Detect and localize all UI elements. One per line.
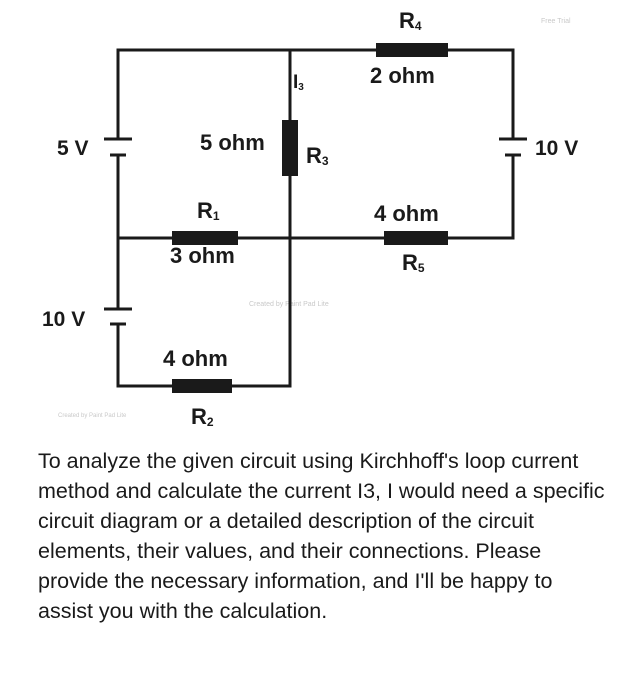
r5-value: 4 ohm: [374, 201, 439, 226]
r2-label: R2: [191, 404, 214, 429]
resistor-r2: [172, 379, 232, 393]
battery-right: [499, 137, 527, 157]
r3-value: 5 ohm: [200, 130, 265, 155]
explanation-text: To analyze the given circuit using Kirch…: [38, 449, 605, 623]
resistor-r1: [172, 231, 238, 245]
r3-label: R3: [306, 143, 329, 168]
battery-bottom-left: [104, 307, 132, 326]
resistor-r4: [376, 43, 448, 57]
resistor-r5: [384, 231, 448, 245]
watermark-bottom-left: Created by Paint Pad Lite: [58, 413, 127, 419]
r5-label: R5: [402, 250, 425, 275]
r1-value: 3 ohm: [170, 243, 235, 268]
source-right-label: 10 V: [535, 137, 578, 160]
r4-label: R4: [399, 8, 422, 33]
current-i3-label: I3: [293, 72, 304, 93]
r1-label: R1: [197, 198, 220, 223]
circuit-diagram: Free Trial Created by Paint Pad Lite Cre…: [42, 8, 578, 429]
source-top-left-label: 5 V: [57, 137, 89, 160]
watermark-top-right: Free Trial: [541, 18, 571, 25]
battery-top-left: [104, 137, 132, 157]
resistor-r3: [282, 120, 298, 176]
r2-value: 4 ohm: [163, 346, 228, 371]
wires: [116, 48, 515, 388]
source-bottom-left-label: 10 V: [42, 308, 85, 331]
r4-value: 2 ohm: [370, 63, 435, 88]
